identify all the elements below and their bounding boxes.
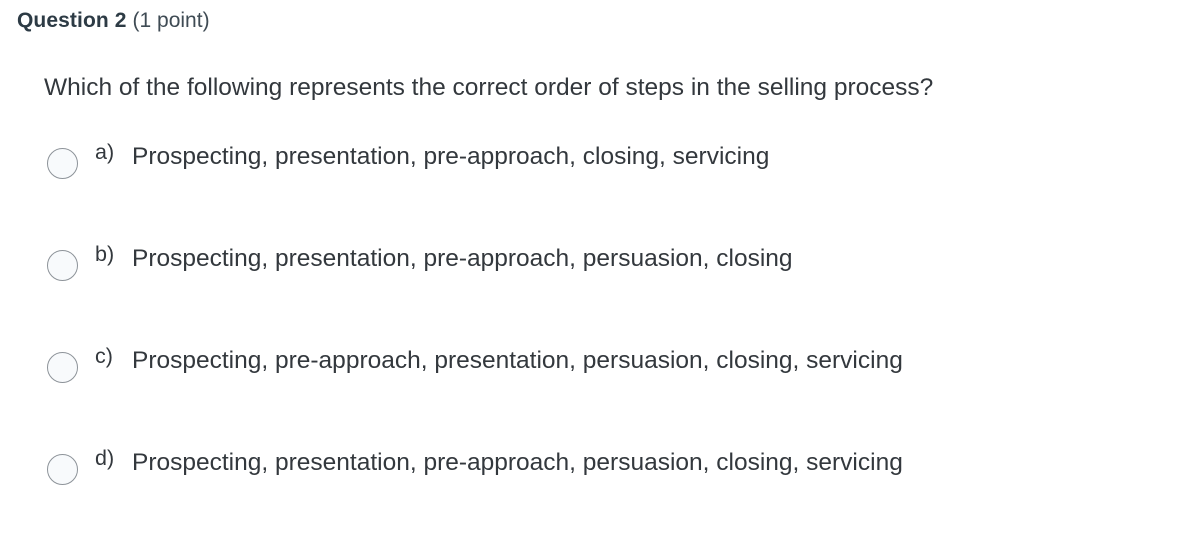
answer-option-a[interactable]: a) Prospecting, presentation, pre-approa… [0,140,1178,242]
radio-button-b[interactable] [47,250,78,281]
question-points-label: (1 point) [132,9,210,32]
question-prompt: Which of the following represents the co… [44,74,934,101]
answer-option-d[interactable]: d) Prospecting, presentation, pre-approa… [0,446,1178,548]
answer-text-b: Prospecting, presentation, pre-approach,… [132,245,793,272]
answer-marker-d: d) [95,446,115,470]
answer-marker-b: b) [95,242,115,266]
answer-marker-c: c) [95,344,113,368]
radio-button-d[interactable] [47,454,78,485]
answer-body-d: d) Prospecting, presentation, pre-approa… [95,446,903,480]
answer-option-b[interactable]: b) Prospecting, presentation, pre-approa… [0,242,1178,344]
answer-option-c[interactable]: c) Prospecting, pre-approach, presentati… [0,344,1178,446]
answer-marker-a: a) [95,140,115,164]
answer-text-c: Prospecting, pre-approach, presentation,… [132,347,903,374]
question-header: Question 2(1 point) [17,6,210,36]
radio-button-a[interactable] [47,148,78,179]
answer-text-a: Prospecting, presentation, pre-approach,… [132,143,770,170]
question-number-label: Question 2 [17,9,127,32]
answer-body-b: b) Prospecting, presentation, pre-approa… [95,242,793,276]
answer-text-d: Prospecting, presentation, pre-approach,… [132,449,903,476]
answer-body-c: c) Prospecting, pre-approach, presentati… [95,344,903,378]
answer-body-a: a) Prospecting, presentation, pre-approa… [95,140,769,174]
answer-options-list: a) Prospecting, presentation, pre-approa… [0,140,1178,548]
radio-button-c[interactable] [47,352,78,383]
